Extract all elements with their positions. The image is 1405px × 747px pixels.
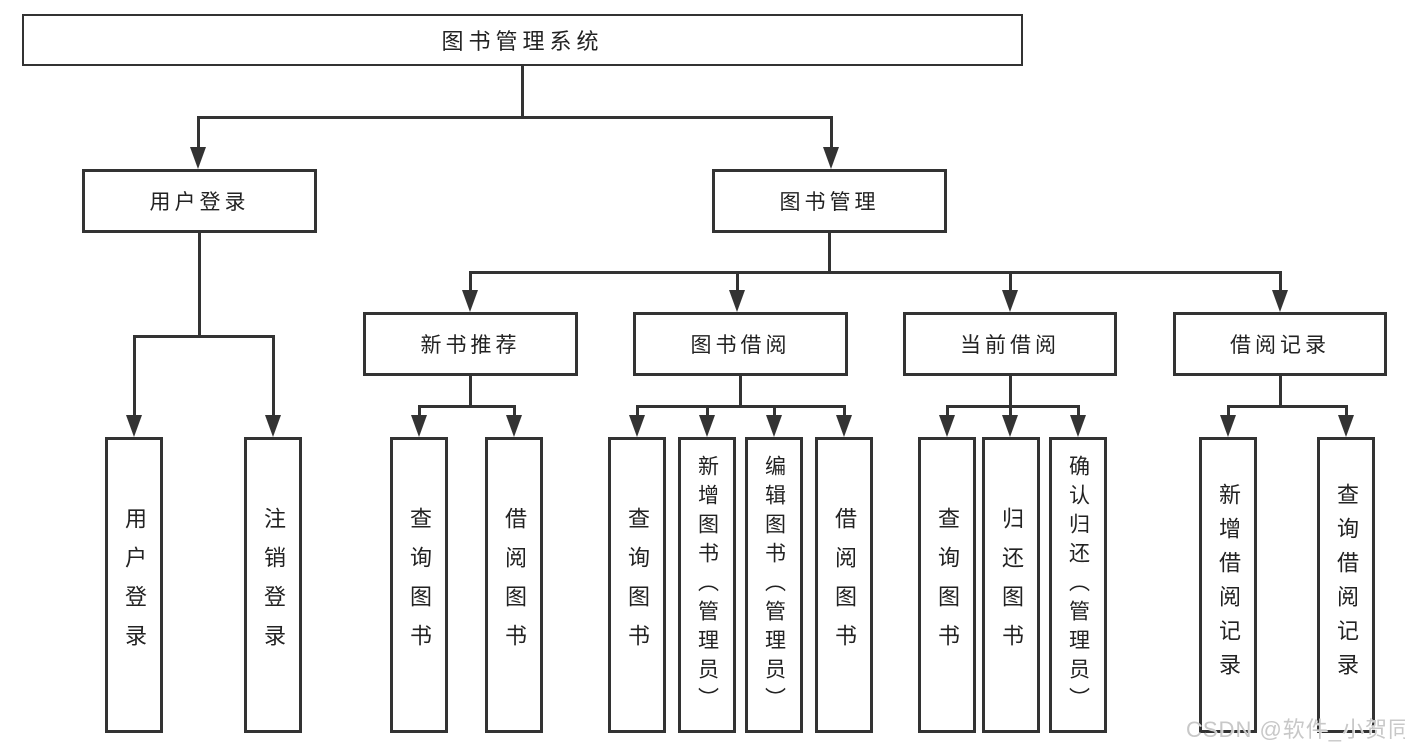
node-query-borrow-record: 查询借阅记录 bbox=[1317, 437, 1375, 733]
csdn-watermark: CSDN @软件_小贺同学 bbox=[1186, 717, 1405, 742]
node-root-label: 图书管理系统 bbox=[441, 29, 604, 54]
arrowhead-icon bbox=[1001, 290, 1018, 312]
node-new-book-recommend-label: 新书推荐 bbox=[420, 334, 521, 357]
node-user-login-module: 用户登录 bbox=[82, 169, 317, 233]
node-edit-books-admin-label: 编辑图书（管理员） bbox=[762, 454, 786, 716]
node-book-borrowing-label: 图书借阅 bbox=[690, 334, 791, 357]
node-add-books-admin: 新增图书（管理员） bbox=[678, 437, 736, 733]
node-return-books-label: 归还图书 bbox=[999, 507, 1024, 663]
connector-userlogin-stub bbox=[198, 233, 201, 336]
connector-root-drop-right bbox=[829, 115, 833, 149]
arrowhead-icon bbox=[1271, 290, 1288, 312]
connector-userlogin-drop-2 bbox=[271, 334, 275, 417]
connector-bookmgmt-drop-3 bbox=[1008, 270, 1012, 293]
node-borrowing-records-label: 借阅记录 bbox=[1230, 334, 1330, 357]
node-query-borrow-record-label: 查询借阅记录 bbox=[1334, 483, 1359, 687]
node-user-login-module-label: 用户登录 bbox=[149, 191, 250, 214]
node-query-books-current-label: 查询图书 bbox=[935, 507, 960, 663]
connector-borrowing-stub bbox=[739, 376, 742, 407]
node-root-library-system: 图书管理系统 bbox=[22, 14, 1023, 66]
node-query-books-current: 查询图书 bbox=[918, 437, 976, 733]
connector-records-hline bbox=[1226, 404, 1348, 408]
node-user-login-label: 用户登录 bbox=[122, 507, 147, 663]
node-user-login: 用户登录 bbox=[105, 437, 163, 733]
node-book-management-module: 图书管理 bbox=[712, 169, 947, 233]
arrowhead-icon bbox=[264, 415, 281, 437]
connector-borrowing-drop-1 bbox=[635, 404, 639, 419]
arrowhead-icon bbox=[765, 415, 782, 437]
node-borrow-books-recommend: 借阅图书 bbox=[485, 437, 543, 733]
node-confirm-return-admin-label: 确认归还（管理员） bbox=[1066, 454, 1090, 716]
connector-recommend-drop-2 bbox=[512, 404, 516, 419]
connector-bookmgmt-stub bbox=[828, 233, 831, 273]
connector-borrowing-drop-4 bbox=[842, 404, 846, 419]
connector-records-stub bbox=[1278, 376, 1282, 407]
node-query-books-recommend-label: 查询图书 bbox=[407, 507, 432, 663]
connector-bookmgmt-drop-4 bbox=[1278, 270, 1282, 293]
connector-borrowing-drop-3 bbox=[772, 404, 776, 419]
arrowhead-icon bbox=[628, 415, 645, 437]
connector-borrowing-drop-2 bbox=[705, 404, 709, 419]
arrowhead-icon bbox=[1069, 415, 1086, 437]
connector-records-drop-2 bbox=[1344, 404, 1348, 419]
arrowhead-icon bbox=[835, 415, 852, 437]
node-book-borrowing: 图书借阅 bbox=[633, 312, 848, 376]
node-current-borrowing: 当前借阅 bbox=[903, 312, 1117, 376]
node-borrow-books-label: 借阅图书 bbox=[832, 507, 857, 663]
node-book-management-module-label: 图书管理 bbox=[779, 191, 880, 214]
node-edit-books-admin: 编辑图书（管理员） bbox=[745, 437, 803, 733]
arrowhead-icon bbox=[1219, 415, 1236, 437]
connector-current-hline bbox=[945, 404, 1080, 408]
arrowhead-icon bbox=[1337, 415, 1354, 437]
arrowhead-icon bbox=[1001, 415, 1018, 437]
node-borrow-books: 借阅图书 bbox=[815, 437, 873, 733]
connector-recommend-stub bbox=[469, 376, 472, 407]
arrowhead-icon bbox=[728, 290, 745, 312]
connector-recommend-drop-1 bbox=[417, 404, 421, 419]
connector-bookmgmt-drop-2 bbox=[735, 270, 739, 293]
node-query-books-recommend: 查询图书 bbox=[390, 437, 448, 733]
arrowhead-icon bbox=[698, 415, 715, 437]
connector-bookmgmt-hline bbox=[468, 270, 1282, 274]
node-logout-label: 注销登录 bbox=[261, 507, 286, 663]
node-borrow-books-recommend-label: 借阅图书 bbox=[502, 507, 527, 663]
arrowhead-icon bbox=[938, 415, 955, 437]
connector-current-stub bbox=[1008, 376, 1012, 407]
connector-recommend-hline bbox=[417, 404, 516, 408]
connector-userlogin-hline bbox=[132, 334, 275, 338]
node-current-borrowing-label: 当前借阅 bbox=[960, 334, 1060, 357]
connector-current-drop-1 bbox=[945, 404, 949, 419]
node-borrowing-records: 借阅记录 bbox=[1173, 312, 1387, 376]
connector-root-stub bbox=[521, 66, 524, 118]
arrowhead-icon bbox=[189, 147, 206, 169]
connector-records-drop-1 bbox=[1226, 404, 1230, 419]
connector-root-hline bbox=[196, 115, 833, 119]
connector-current-drop-3 bbox=[1076, 404, 1080, 419]
node-add-borrow-record-label: 新增借阅记录 bbox=[1216, 483, 1241, 687]
connector-borrowing-hline bbox=[635, 404, 846, 408]
node-query-books-borrow: 查询图书 bbox=[608, 437, 666, 733]
arrowhead-icon bbox=[410, 415, 427, 437]
arrowhead-icon bbox=[461, 290, 478, 312]
node-add-borrow-record: 新增借阅记录 bbox=[1199, 437, 1257, 733]
connector-current-drop-2 bbox=[1008, 404, 1012, 419]
node-query-books-borrow-label: 查询图书 bbox=[625, 507, 650, 663]
connector-bookmgmt-drop-1 bbox=[468, 270, 472, 293]
arrowhead-icon bbox=[125, 415, 142, 437]
node-add-books-admin-label: 新增图书（管理员） bbox=[695, 454, 719, 716]
arrowhead-icon bbox=[822, 147, 839, 169]
connector-userlogin-drop-1 bbox=[132, 334, 136, 417]
node-logout: 注销登录 bbox=[244, 437, 302, 733]
connector-root-drop-left bbox=[196, 115, 200, 149]
node-new-book-recommend: 新书推荐 bbox=[363, 312, 578, 376]
node-confirm-return-admin: 确认归还（管理员） bbox=[1049, 437, 1107, 733]
arrowhead-icon bbox=[505, 415, 522, 437]
node-return-books: 归还图书 bbox=[982, 437, 1040, 733]
